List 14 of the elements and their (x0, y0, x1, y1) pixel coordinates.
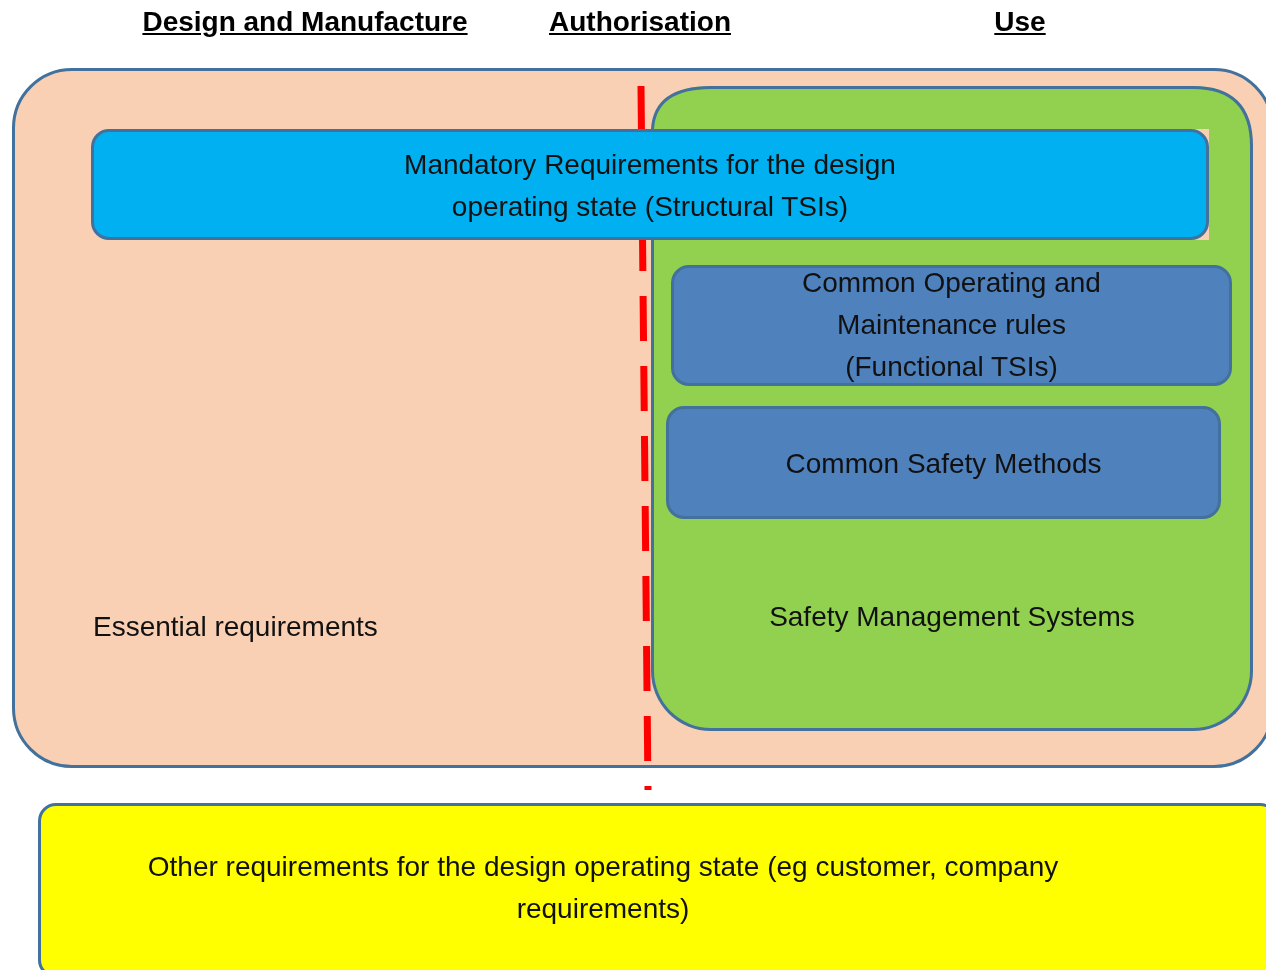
bar-label: Mandatory Requirements for the design operating state (Structural TSIs) (404, 149, 896, 222)
box-label: Common Safety Methods (785, 448, 1102, 479)
requirements-box (38, 803, 1266, 970)
methods-box (666, 406, 1221, 519)
rules-box (671, 265, 1232, 386)
requirements-bar (91, 129, 1209, 240)
column-heading: Design and Manufacture (142, 6, 468, 38)
panel-label: Safety Management Systems (769, 601, 1135, 632)
panel-label: Essential requirements (93, 611, 378, 642)
box-label: Common Operating and Maintenance rules (Functional TSIs) (802, 267, 1101, 382)
box-label: Other requirements for the design operating state (eg customer, company requirements) (147, 851, 1059, 924)
column-heading: Authorisation (549, 6, 731, 38)
safety-panel (651, 240, 1253, 731)
column-heading: Use (994, 6, 1046, 38)
